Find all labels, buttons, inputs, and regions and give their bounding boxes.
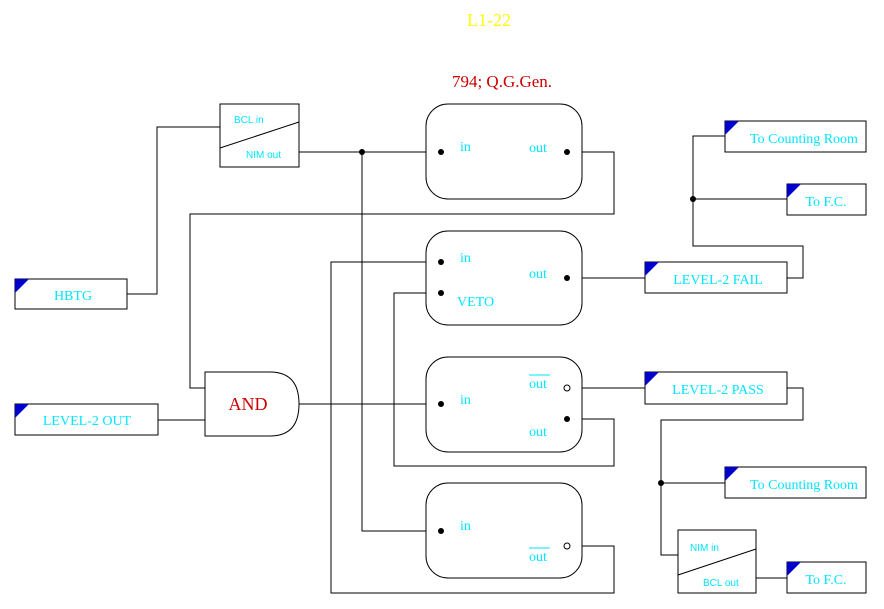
converter-bottom-in-label: NIM in: [690, 543, 719, 554]
gen3-in-label: in: [460, 393, 471, 408]
gen3-out-label: out: [529, 425, 547, 440]
junction-nodes: [359, 149, 696, 486]
module-label: 794; Q.G.Gen.: [452, 72, 552, 91]
output-level2-fail-label: LEVEL-2 FAIL: [673, 273, 763, 288]
input-level2-out: LEVEL-2 OUT: [14, 403, 159, 436]
output-to-counting-room-1: To Counting Room: [724, 120, 867, 153]
gen4-in-label: in: [460, 519, 471, 534]
converter-bcl-to-nim: BCL in NIM out: [219, 103, 300, 168]
output-to-fc-1: To F.C.: [786, 183, 867, 216]
input-hbtg-label: HBTG: [54, 289, 92, 304]
output-to-fc-1-label: To F.C.: [805, 195, 846, 210]
input-hbtg: HBTG: [14, 278, 128, 310]
and-gate-label: AND: [229, 394, 268, 414]
generator-4: in out: [425, 482, 583, 579]
converter-nim-to-bcl: NIM in BCL out: [677, 529, 757, 594]
converter-bottom-out-label: BCL out: [703, 578, 739, 589]
output-to-fc-2: To F.C.: [786, 561, 867, 594]
output-to-fc-2-label: To F.C.: [805, 573, 846, 588]
generator-2: in VETO out: [425, 230, 583, 326]
gen1-out-label: out: [529, 141, 547, 156]
output-level2-fail: LEVEL-2 FAIL: [644, 261, 788, 294]
diagram-title: L1-22: [467, 10, 511, 30]
output-to-counting-room-1-label: To Counting Room: [750, 132, 858, 147]
gen2-in-label: in: [460, 251, 471, 266]
converter-top-in-label: BCL in: [234, 115, 264, 126]
gen3-out-bar-label: out: [529, 377, 547, 392]
output-level2-pass-label: LEVEL-2 PASS: [672, 383, 764, 398]
output-level2-pass: LEVEL-2 PASS: [644, 371, 788, 405]
output-to-counting-room-2: To Counting Room: [724, 466, 867, 499]
and-gate: AND: [204, 371, 300, 437]
gen2-veto-label: VETO: [457, 295, 494, 310]
gen2-out-label: out: [529, 267, 547, 282]
gen1-in-label: in: [460, 140, 471, 155]
converter-top-out-label: NIM out: [246, 150, 281, 161]
output-to-counting-room-2-label: To Counting Room: [750, 478, 858, 493]
input-level2-out-label: LEVEL-2 OUT: [43, 414, 132, 429]
wires: [127, 126, 804, 594]
generator-1: in out: [425, 103, 583, 200]
gen4-out-bar-label: out: [529, 550, 547, 565]
generator-3: in out out: [425, 356, 583, 453]
